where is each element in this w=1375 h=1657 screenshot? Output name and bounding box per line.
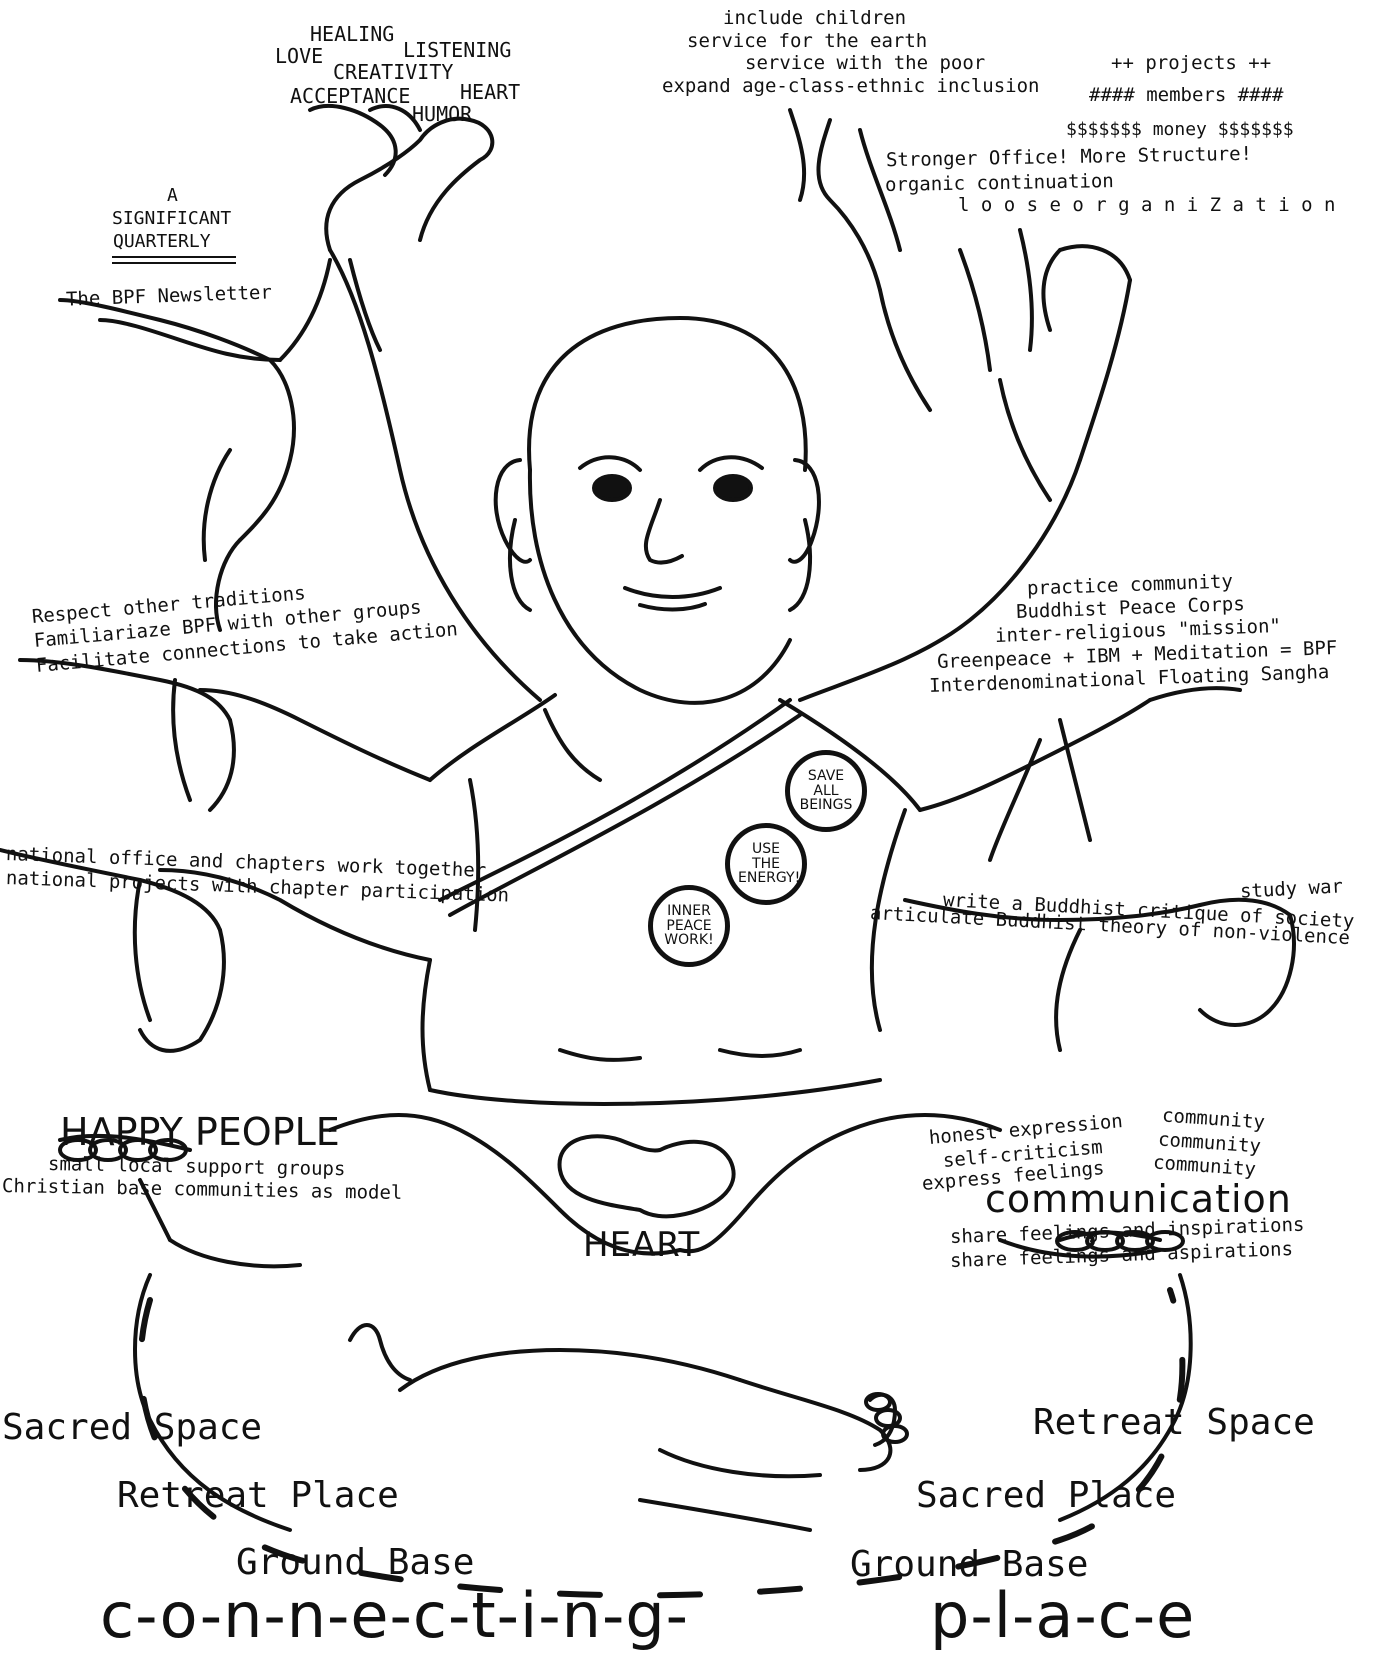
newsletter-rule-2 [112, 262, 236, 264]
label-quarterly: QUARTERLY [113, 233, 211, 251]
badge-use-the-energy: USE THE ENERGY! [725, 823, 807, 905]
label-expand-inclusion: expand age-class-ethnic inclusion [662, 77, 1040, 96]
label-listening: LISTENING [403, 40, 511, 60]
label-sacred-space: Sacred Space [2, 1410, 262, 1446]
label-significant: SIGNIFICANT [112, 210, 231, 228]
badge-save-all-beings: SAVE ALL BEINGS [785, 750, 867, 832]
label-connecting: c-o-n-n-e-c-t-i-n-g- [100, 1585, 689, 1647]
label-organic-continuation: organic continuation [885, 172, 1114, 195]
label-happy-people: HAPPY PEOPLE [60, 1113, 340, 1151]
label-retreat-place: Retreat Place [117, 1478, 399, 1514]
label-place: p-l-a-c-e [930, 1585, 1195, 1647]
label-creativity: CREATIVITY [333, 62, 453, 82]
label-sacred-place: Sacred Place [916, 1478, 1176, 1514]
label-communication: communication [985, 1180, 1292, 1218]
label-love: LOVE [275, 46, 323, 66]
label-service-poor: service with the poor [745, 54, 985, 73]
newsletter-rule-1 [112, 256, 236, 258]
badge-inner-peace-work: INNER PEACE WORK! [648, 885, 730, 967]
label-healing: HEALING [310, 24, 394, 44]
label-heart: HEART [583, 1225, 700, 1265]
heart-shape [560, 1136, 734, 1216]
label-include-children: include children [723, 9, 906, 28]
label-members: #### members #### [1089, 86, 1283, 105]
label-acceptance: ACCEPTANCE [290, 86, 410, 106]
label-heart-small: HEART [460, 82, 520, 102]
label-small-groups: small local support groups [48, 1155, 346, 1179]
label-loose-organization: l o o s e o r g a n i Z a t i o n [958, 196, 1336, 215]
label-ground-base-right: Ground Base [850, 1547, 1088, 1583]
label-retreat-space: Retreat Space [1033, 1405, 1315, 1441]
head-drawing [496, 318, 819, 703]
label-study-war: study war [1240, 877, 1344, 901]
label-humor: HUMOR [412, 104, 472, 124]
label-ground-base-left: Ground Base [236, 1545, 474, 1581]
label-projects: ++ projects ++ [1111, 54, 1271, 73]
label-a: A [167, 187, 178, 205]
label-money: $$$$$$$ money $$$$$$$ [1066, 121, 1294, 139]
label-service-earth: service for the earth [687, 32, 927, 51]
